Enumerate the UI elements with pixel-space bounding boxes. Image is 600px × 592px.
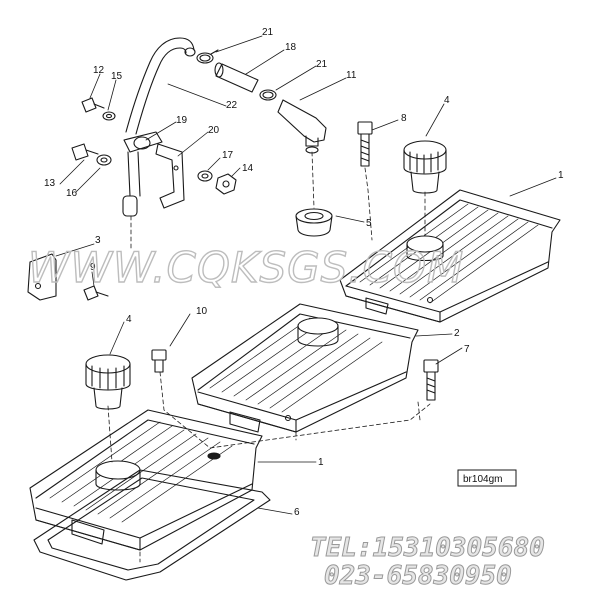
site-watermark: WWW.CQKSGS.COM: [28, 243, 464, 292]
callout-15: 15: [111, 71, 123, 82]
breather-tube: [125, 37, 196, 135]
callout-22: 22: [226, 100, 238, 111]
hose-connector: [214, 62, 259, 93]
callout-18: 18: [285, 42, 297, 53]
washer-17: [197, 170, 213, 182]
cap-screw-7: [423, 359, 439, 401]
callout-14: 14: [242, 163, 254, 174]
callout-7: 7: [464, 344, 470, 355]
callout-3: 3: [95, 235, 101, 246]
callout-21-lower: 21: [316, 59, 328, 70]
tel-watermark: TEL:15310305680: [310, 533, 545, 563]
callout-9: 9: [90, 262, 96, 273]
oil-filler-cap-upper: [403, 140, 447, 194]
hose-clamp-upper: [196, 49, 219, 64]
rocker-cover-middle: [191, 303, 419, 433]
callout-12: 12: [93, 65, 105, 76]
washer-15: [102, 111, 116, 121]
oil-filler-cap-lower: [85, 354, 131, 410]
phone-watermark: 023-65830950: [324, 561, 512, 591]
washer-16: [96, 154, 112, 166]
callout-10: 10: [196, 306, 208, 317]
callout-2: 2: [454, 328, 460, 339]
rocker-cover-upper: [339, 189, 561, 323]
reference-code-box: br104gm: [457, 469, 517, 487]
elbow-fitting: [277, 99, 327, 154]
callout-13: 13: [44, 178, 56, 189]
cap-screw-10: [151, 349, 167, 373]
callout-19: 19: [176, 115, 188, 126]
bracket-19: [122, 131, 163, 217]
hose-clamp-lower: [259, 89, 277, 101]
rocker-cover-lower: [29, 409, 263, 551]
support-bracket-3: [27, 253, 57, 301]
callout-11: 11: [346, 70, 357, 81]
cap-screw-13: [71, 143, 99, 161]
callout-20: 20: [208, 125, 220, 136]
cap-screw-8: [357, 121, 373, 167]
cap-screw-12: [81, 97, 105, 113]
callout-8: 8: [401, 113, 407, 124]
callout-1-lower: 1: [318, 457, 324, 468]
alignment-lines: [107, 151, 431, 563]
callout-4-upper: 4: [444, 95, 450, 106]
callout-4-lower: 4: [126, 314, 132, 325]
callout-16: 16: [66, 188, 78, 199]
grommet-5: [295, 208, 333, 237]
callout-17: 17: [222, 150, 234, 161]
cap-screw-9: [83, 285, 109, 301]
callout-6: 6: [294, 507, 300, 518]
nut-14: [215, 173, 237, 195]
gasket-6: [33, 469, 271, 581]
leader-lines: [55, 35, 557, 515]
reference-code: br104gm: [463, 474, 502, 485]
bracket-20: [155, 143, 185, 209]
callout-5: 5: [366, 218, 372, 229]
callout-labels: 21 18 21 11 12 15 22 19 20 13 16 17 14 8…: [44, 27, 564, 518]
callout-21-upper: 21: [262, 27, 274, 38]
callout-1-upper: 1: [558, 170, 564, 181]
